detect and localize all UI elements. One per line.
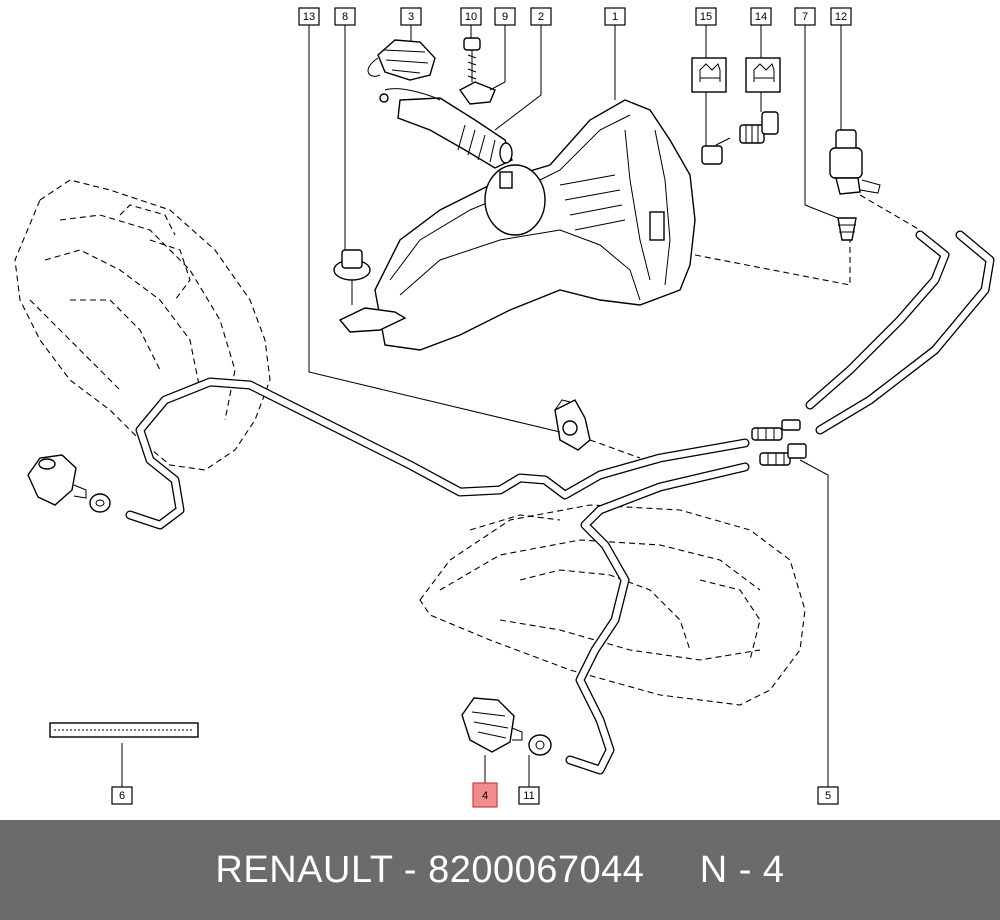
svg-text:4: 4	[482, 790, 488, 802]
part-footer-bar: RENAULT - 8200067044 N - 4	[0, 820, 1000, 920]
callout-1: 1	[604, 7, 626, 26]
svg-text:3: 3	[408, 11, 414, 23]
bolt-and-clip	[458, 37, 496, 105]
callout-14: 14	[750, 7, 772, 26]
part-number: 8200067044	[428, 848, 645, 891]
callout-10: 10	[460, 7, 482, 26]
position-code: N - 4	[699, 848, 785, 891]
callout-8: 8	[334, 7, 356, 26]
engine-outline-dashed	[14, 179, 271, 471]
callout-3: 3	[400, 7, 422, 26]
callout-9: 9	[494, 7, 516, 26]
hose-clip	[554, 399, 591, 451]
washer-reservoir	[374, 99, 696, 351]
callout-7: 7	[794, 7, 816, 26]
fixing-nut	[333, 249, 407, 333]
svg-text:13: 13	[303, 11, 315, 23]
svg-text:14: 14	[755, 11, 767, 23]
callout-6: 6	[111, 786, 133, 805]
washer-pump	[829, 129, 881, 241]
svg-text:8: 8	[342, 11, 348, 23]
svg-text:7: 7	[802, 11, 808, 23]
washer-jet-left	[27, 454, 111, 513]
callout-2: 2	[530, 7, 552, 26]
hose-connectors	[751, 419, 807, 466]
sealing-strip	[49, 722, 199, 738]
callout-4-highlighted: 4	[472, 782, 498, 808]
svg-text:2: 2	[538, 11, 544, 23]
svg-text:12: 12	[835, 11, 847, 23]
washer-jet-right	[461, 697, 552, 756]
svg-text:11: 11	[523, 790, 534, 802]
callout-13: 13	[298, 7, 320, 26]
callout-12: 12	[830, 7, 852, 26]
filler-cap	[367, 39, 441, 103]
callout-11: 11	[518, 786, 540, 805]
parts-diagram: 13 8 3 10 9 2 1 15 14 7 12 6	[14, 7, 995, 808]
svg-text:5: 5	[825, 790, 831, 802]
svg-text:1: 1	[612, 11, 618, 23]
svg-text:10: 10	[465, 11, 477, 23]
level-sensor	[701, 111, 779, 165]
callout-5: 5	[817, 786, 839, 805]
sensor-icon-15	[691, 57, 727, 93]
svg-text:15: 15	[700, 11, 712, 23]
washer-hoses	[125, 230, 995, 775]
svg-text:9: 9	[502, 11, 508, 23]
leader-lines	[121, 25, 921, 787]
callout-15: 15	[695, 7, 717, 26]
headlamp-outline-dashed	[419, 504, 806, 706]
filler-neck	[397, 97, 513, 169]
part-reference-text: RENAULT - 8200067044 N - 4	[215, 848, 785, 891]
brand-name: RENAULT	[215, 848, 393, 891]
connector-icon-14	[745, 57, 781, 93]
svg-text:6: 6	[119, 790, 125, 802]
